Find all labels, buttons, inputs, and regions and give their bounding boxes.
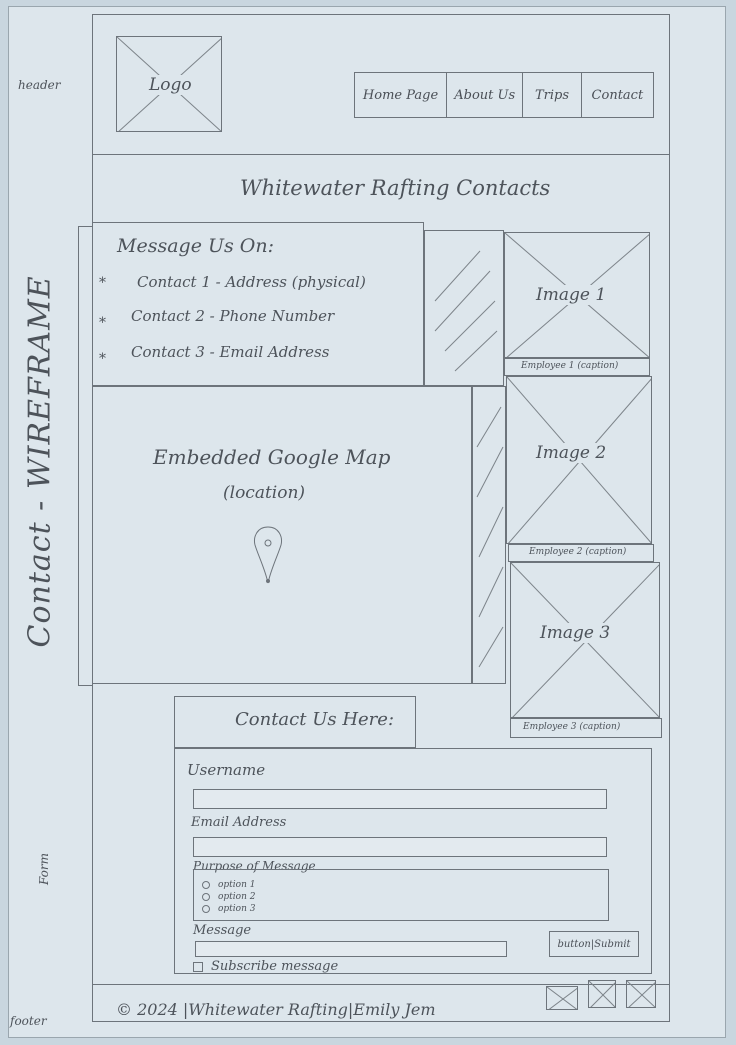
map-section[interactable]: Embedded Google Map (location) [92,386,472,684]
left-margin-strip [78,226,92,686]
hatched-spacer-middle [472,386,506,684]
map-pin-icon [254,526,282,584]
form-heading-box: Contact Us Here: [174,696,416,748]
nav-trips[interactable]: Trips [523,73,582,117]
option-3[interactable]: option 3 [202,904,255,915]
option-1[interactable]: option 1 [202,880,255,891]
wireframe-sheet [8,6,726,1038]
nav-about[interactable]: About Us [447,73,524,117]
nav-bar: Home Page About Us Trips Contact [354,72,654,118]
option-text: option 1 [218,880,256,890]
map-title: Embedded Google Map [153,445,391,469]
footer-side-label: footer [10,1014,47,1028]
header-side-label: header [18,78,61,92]
image-2-label: Image 2 [533,443,610,463]
social-icon-3[interactable] [626,980,656,1008]
contact-item-1: Contact 1 - Address (physical) [137,273,366,291]
option-text: option 3 [218,904,256,914]
wireframe-title: Contact - WIREFRAME [22,275,58,648]
nav-home[interactable]: Home Page [355,73,448,117]
image-3: Image 3 [510,562,660,718]
message-label: Message [193,923,252,938]
page-title: Whitewater Rafting Contacts [240,176,551,200]
email-input[interactable] [193,837,607,857]
form-heading: Contact Us Here: [235,709,395,730]
image-2: Image 2 [506,376,652,544]
message-input[interactable] [195,941,507,957]
image-3-caption: Employee 3 (caption) [510,718,662,738]
caption-text: Employee 1 (caption) [521,361,619,371]
logo[interactable]: Logo [116,36,222,132]
radio-icon [202,904,210,913]
contact-item-2: Contact 2 - Phone Number [131,307,335,325]
radio-icon [202,880,210,889]
submit-button[interactable]: button|Submit [549,931,639,957]
image-1-label: Image 1 [533,285,610,305]
option-text: option 2 [218,892,256,902]
subscribe-label: Subscribe message [211,959,339,974]
map-subtitle: (location) [223,483,306,503]
message-heading: Message Us On: [117,235,274,257]
purpose-options: option 1 option 2 option 3 [193,869,609,921]
subscribe-checkbox[interactable]: Subscribe message [193,959,338,974]
username-label: Username [187,761,266,779]
option-2[interactable]: option 2 [202,892,255,903]
image-3-label: Image 3 [537,623,614,643]
form-side-label: Form [37,852,52,886]
bullet-3: * [99,351,106,367]
footer-divider [92,984,670,985]
bullet-1: * [99,275,106,291]
message-section: Message Us On: * Contact 1 - Address (ph… [92,222,424,386]
image-1-caption: Employee 1 (caption) [504,358,650,376]
footer-copyright: © 2024 |Whitewater Rafting|Emily Jem [116,1000,436,1019]
username-input[interactable] [193,789,607,809]
email-label: Email Address [191,815,287,830]
bullet-2: * [99,315,106,331]
header-divider [92,154,670,155]
image-2-caption: Employee 2 (caption) [508,544,654,562]
logo-text: Logo [147,75,194,95]
contact-item-3: Contact 3 - Email Address [131,343,330,361]
social-icon-2[interactable] [588,980,616,1008]
caption-text: Employee 3 (caption) [523,722,621,732]
image-1: Image 1 [504,232,650,358]
caption-text: Employee 2 (caption) [529,547,627,557]
nav-contact[interactable]: Contact [591,87,644,103]
radio-icon [202,892,210,901]
hatched-spacer-top [424,230,504,386]
contact-form: Username Email Address Purpose of Messag… [174,748,652,974]
social-icon-1[interactable] [546,986,578,1010]
checkbox-icon [193,961,203,972]
